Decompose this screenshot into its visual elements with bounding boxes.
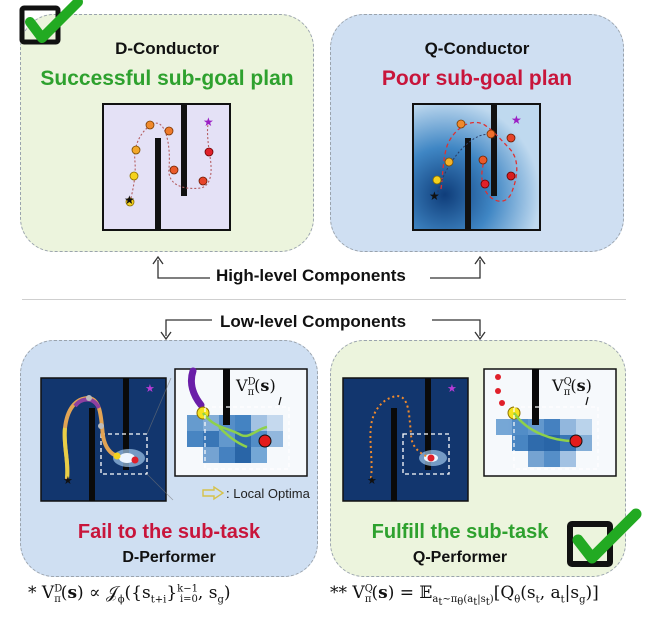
fail-subtask-label: Fail to the sub-task: [77, 521, 261, 543]
v-pi-d-label: VDπ(s): [236, 376, 276, 399]
low-level-connector: [160, 319, 486, 341]
subgoal-dots: [125, 120, 214, 207]
successful-plan-label: Successful sub-goal plan: [40, 67, 294, 90]
fulfill-subtask-label: Fulfill the sub-task: [371, 521, 549, 543]
d-conductor-title: D-Conductor: [115, 39, 219, 58]
q-performer-inset: [483, 368, 617, 477]
q-value-formula: ** VQπ(s) = 𝔼at∼πθ(at|st)[Qθ(st, at|sg)]: [330, 583, 599, 609]
d-performer-maze: ★ ★: [40, 377, 174, 502]
start-star-icon: ★: [429, 189, 440, 203]
d-performer-title: D-Performer: [122, 549, 216, 566]
q-performer-title: Q-Performer: [412, 549, 508, 566]
poor-plan-label: Poor sub-goal plan: [381, 67, 573, 90]
start-star-icon: ★: [367, 475, 377, 487]
high-level-connector: [152, 255, 486, 279]
goal-star-icon: ★: [511, 113, 522, 127]
high-level-label: High-level Components: [210, 266, 412, 286]
d-conductor-maze: ★ ★: [102, 103, 231, 231]
goal-star-icon: ★: [203, 115, 214, 129]
d-value-formula: * VDπ(s) ∝ 𝒥ϕ({st+i}k−1i=0, sg): [28, 583, 231, 606]
checkmark-box-icon: [19, 0, 83, 45]
q-performer-maze: ★ ★: [342, 377, 469, 502]
q-conductor-maze: ★ ★: [412, 103, 541, 231]
start-star-icon: ★: [124, 193, 135, 207]
goal-star-icon: ★: [447, 383, 457, 395]
low-level-label: Low-level Components: [214, 312, 413, 332]
local-optima-arrow-icon: [202, 485, 225, 501]
start-star-icon: ★: [63, 475, 73, 487]
goal-star-icon: ★: [145, 383, 155, 395]
checkmark-box-icon: [567, 508, 642, 567]
local-optima-legend: : Local Optima: [226, 486, 310, 501]
v-pi-q-label: VQπ(s): [552, 376, 592, 399]
formula-right-prefix: **: [330, 583, 353, 603]
d-performer-inset: [174, 367, 308, 477]
q-conductor-title: Q-Conductor: [424, 39, 530, 58]
formula-left-prefix: *: [28, 583, 42, 603]
section-divider: [22, 299, 626, 300]
